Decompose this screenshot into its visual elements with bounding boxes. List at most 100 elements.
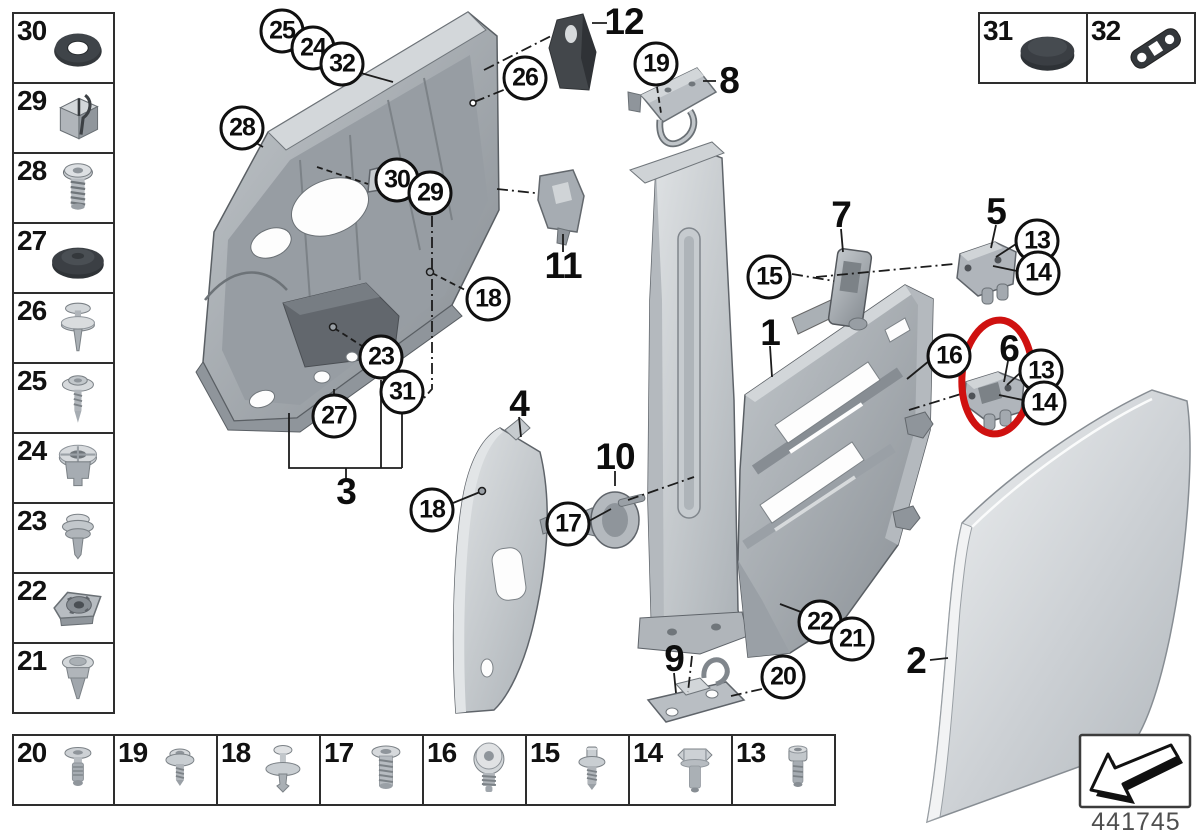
part-1-pillar-frame — [629, 141, 934, 658]
callout-circle-26[interactable]: 26 — [502, 55, 548, 101]
part-number: 23 — [17, 505, 47, 536]
legend-item-14[interactable]: 14 — [628, 734, 733, 806]
callout-circle-28[interactable]: 28 — [219, 105, 265, 151]
callout-circle-29[interactable]: 29 — [407, 170, 453, 216]
part-label-3[interactable]: 3 — [336, 471, 357, 512]
legend-item-23[interactable]: 23 — [12, 502, 115, 574]
grommet-nut-icon — [46, 437, 110, 499]
cover-plug-icon — [1012, 17, 1083, 79]
dome-plug-icon — [46, 227, 110, 289]
legend-item-32[interactable]: 32 — [1086, 12, 1196, 84]
blind-rivet-icon — [46, 740, 110, 800]
washer-screw-icon — [147, 740, 213, 800]
pointed-screw-icon — [46, 367, 110, 429]
callout-circle-14[interactable]: 14 — [1015, 250, 1061, 296]
legend-item-28[interactable]: 28 — [12, 152, 115, 224]
part-9-striker — [646, 657, 746, 723]
part-number: 13 — [736, 737, 766, 768]
part-label-11[interactable]: 11 — [544, 245, 582, 286]
part-number: 17 — [324, 737, 354, 768]
callout-circle-18[interactable]: 18 — [465, 276, 511, 322]
cage-nut-plate-icon — [46, 577, 110, 639]
callout-circle-21[interactable]: 21 — [829, 616, 875, 662]
legend-item-30[interactable]: 30 — [12, 12, 115, 84]
legend-item-13[interactable]: 13 — [731, 734, 836, 806]
callout-circle-32[interactable]: 32 — [319, 41, 365, 87]
part-number: 18 — [221, 737, 251, 768]
callout-circle-17[interactable]: 17 — [545, 501, 591, 547]
gasket-plate-icon — [1120, 17, 1191, 79]
direction-arrow-icon — [1089, 743, 1180, 800]
part-11-bracket — [537, 169, 585, 246]
legend-top-right: 31 32 — [978, 12, 1196, 84]
washer-grommet-icon — [46, 17, 110, 79]
part-label-10[interactable]: 10 — [595, 436, 635, 477]
cheese-head-screw-icon — [765, 740, 831, 800]
part-label-4[interactable]: 4 — [509, 383, 530, 424]
pan-head-screw-icon — [46, 157, 110, 219]
callout-circle-18[interactable]: 18 — [409, 487, 455, 533]
legend-item-16[interactable]: 16 — [422, 734, 527, 806]
legend-item-20[interactable]: 20 — [12, 734, 115, 806]
legend-item-29[interactable]: 29 — [12, 82, 115, 154]
part-number: 31 — [983, 15, 1013, 46]
part-number: 21 — [17, 645, 47, 676]
clip-nut-icon — [46, 87, 110, 149]
part-label-12[interactable]: 12 — [604, 1, 644, 42]
part-label-8[interactable]: 8 — [719, 60, 740, 101]
legend-item-18[interactable]: 18 — [216, 734, 321, 806]
part-number: 22 — [17, 575, 47, 606]
callout-circle-19[interactable]: 19 — [633, 41, 679, 87]
callout-circle-15[interactable]: 15 — [746, 254, 792, 300]
expansion-rivet-icon — [46, 297, 110, 359]
callout-circle-16[interactable]: 16 — [926, 333, 972, 379]
part-2-door-panel — [926, 389, 1191, 824]
part-number: 14 — [633, 737, 663, 768]
hex-bolt-icon — [662, 740, 728, 800]
callout-circle-31[interactable]: 31 — [379, 369, 425, 415]
legend-item-15[interactable]: 15 — [525, 734, 630, 806]
callout-circle-14[interactable]: 14 — [1021, 380, 1067, 426]
legend-item-22[interactable]: 22 — [12, 572, 115, 644]
part-4-reinforcement — [452, 417, 556, 714]
legend-item-17[interactable]: 17 — [319, 734, 424, 806]
part-number: 15 — [530, 737, 560, 768]
legend-item-27[interactable]: 27 — [12, 222, 115, 294]
legend-item-26[interactable]: 26 — [12, 292, 115, 364]
part-10-guide — [574, 491, 646, 549]
part-label-6[interactable]: 6 — [999, 328, 1020, 369]
callout-circle-27[interactable]: 27 — [311, 393, 357, 439]
callout-circle-20[interactable]: 20 — [760, 654, 806, 700]
part-5-latch-bracket — [956, 241, 1017, 305]
part-number: 28 — [17, 155, 47, 186]
legend-item-25[interactable]: 25 — [12, 362, 115, 434]
leader-lines — [250, 22, 1024, 697]
countersunk-screw-icon — [353, 740, 419, 800]
legend-left-column: 30 29 28 27 26 25 24 23 22 21 — [12, 12, 115, 714]
part-label-9[interactable]: 9 — [664, 638, 685, 679]
part-number: 29 — [17, 85, 47, 116]
legend-item-24[interactable]: 24 — [12, 432, 115, 504]
part-12-bracket — [548, 13, 597, 91]
part-number: 19 — [118, 737, 148, 768]
part-number: 16 — [427, 737, 457, 768]
wide-flange-rivet-icon — [250, 740, 316, 800]
legend-item-31[interactable]: 31 — [978, 12, 1088, 84]
part-number: 20 — [17, 737, 47, 768]
part-number: 26 — [17, 295, 47, 326]
callout-circle-23[interactable]: 23 — [358, 334, 404, 380]
part-label-2[interactable]: 2 — [906, 640, 927, 681]
direction-arrow-box — [1078, 733, 1192, 809]
legend-item-19[interactable]: 19 — [113, 734, 218, 806]
part-number: 30 — [17, 15, 47, 46]
part-label-7[interactable]: 7 — [831, 194, 852, 235]
trim-clip-icon — [46, 507, 110, 569]
legend-item-21[interactable]: 21 — [12, 642, 115, 714]
torx-washer-screw-icon — [559, 740, 625, 800]
part-label-1[interactable]: 1 — [760, 312, 781, 353]
expanding-grommet-icon — [46, 647, 110, 709]
part-number: 27 — [17, 225, 47, 256]
part-label-5[interactable]: 5 — [986, 191, 1007, 232]
